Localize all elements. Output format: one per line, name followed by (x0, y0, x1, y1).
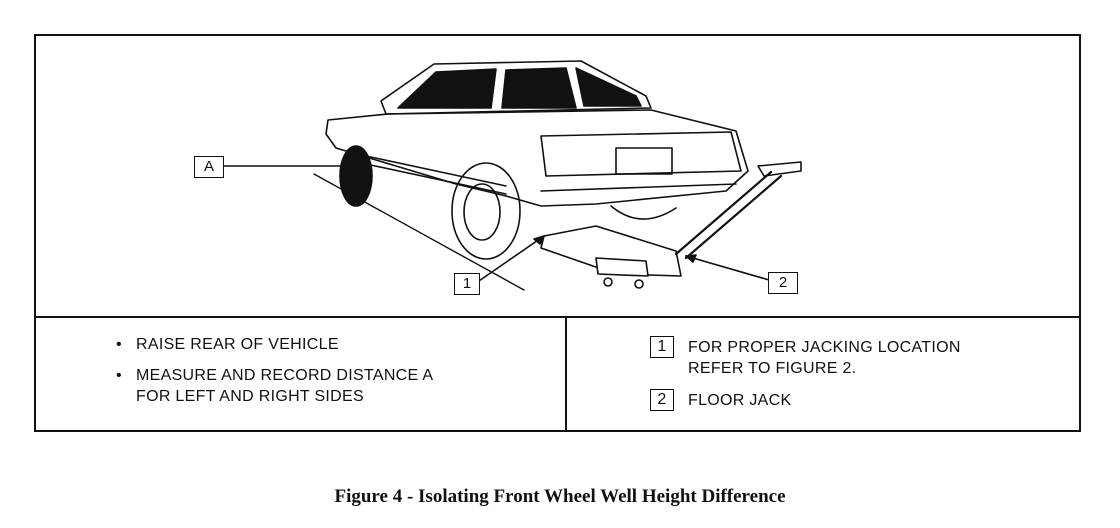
instruction-line: MEASURE AND RECORD DISTANCE A (136, 367, 434, 384)
car-body (325, 109, 749, 207)
legend-number-box: 1 (650, 336, 674, 358)
legend-line: REFER TO FIGURE 2. (688, 360, 857, 377)
legend-item: 2 FLOOR JACK (650, 389, 961, 411)
vehicle-illustration: A 1 2 (36, 36, 1081, 316)
rear-wheel-far (610, 205, 677, 220)
instruction-item: • MEASURE AND RECORD DISTANCE A FOR LEFT… (116, 365, 433, 407)
instruction-line: RAISE REAR OF VEHICLE (136, 336, 339, 353)
legend-item: 1 FOR PROPER JACKING LOCATION REFER TO F… (650, 336, 961, 379)
floor-jack (540, 225, 682, 277)
bullet-icon: • (116, 336, 122, 353)
rear-side-window (501, 67, 577, 109)
leader-1 (475, 235, 545, 284)
license-plate (615, 147, 673, 175)
jack-handle (674, 170, 773, 256)
jack-handle-grip (757, 161, 802, 177)
side-window (397, 68, 497, 109)
callout-1: 1 (454, 273, 480, 295)
legend-line: FOR PROPER JACKING LOCATION (688, 339, 961, 356)
instructions-list: • RAISE REAR OF VEHICLE • MEASURE AND RE… (116, 334, 433, 417)
legend-line: FLOOR JACK (688, 392, 792, 409)
horizontal-divider (36, 316, 1081, 318)
callout-a: A (194, 156, 224, 178)
rear-wheel (451, 162, 521, 260)
legend-list: 1 FOR PROPER JACKING LOCATION REFER TO F… (650, 336, 961, 421)
figure-caption: Figure 4 - Isolating Front Wheel Well He… (334, 486, 786, 507)
vertical-divider (565, 317, 567, 432)
leader-2 (685, 255, 770, 281)
rear-window (575, 67, 642, 107)
trunk-lid (540, 131, 742, 177)
figure-frame: A 1 2 • RAISE REAR OF VEHICLE • MEASURE … (34, 34, 1081, 432)
front-wheel (339, 145, 373, 207)
instruction-line: FOR LEFT AND RIGHT SIDES (136, 388, 364, 405)
legend-number-box: 2 (650, 389, 674, 411)
callout-2: 2 (768, 272, 798, 294)
bullet-icon: • (116, 367, 122, 384)
car-jack-drawing (223, 60, 802, 291)
instruction-item: • RAISE REAR OF VEHICLE (116, 334, 433, 355)
